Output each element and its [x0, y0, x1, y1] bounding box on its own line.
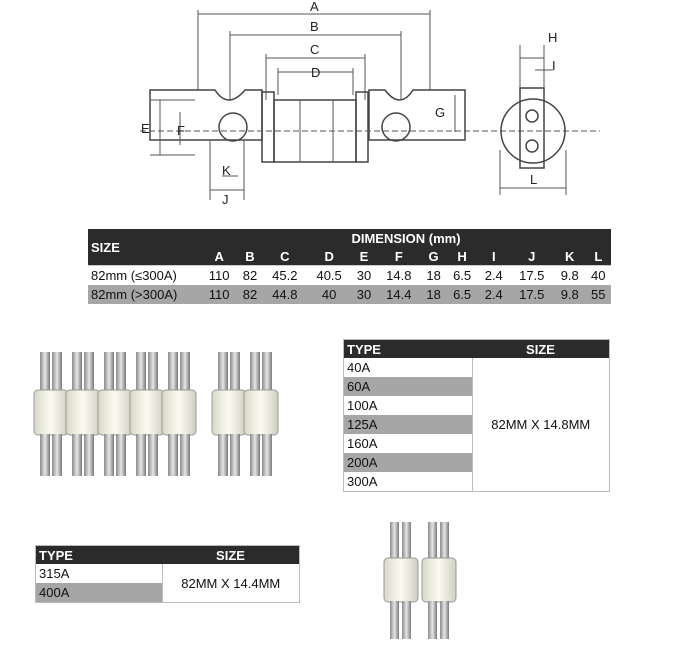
- table-row: 60A: [343, 377, 610, 396]
- col-g: G: [420, 247, 447, 266]
- dimension-table: SIZE DIMENSION (mm) A B C D E F G H I J …: [88, 229, 611, 304]
- cell: 2.4: [477, 285, 510, 304]
- type-cell: 300A: [347, 474, 378, 489]
- size-header: SIZE: [162, 545, 300, 564]
- col-d: D: [306, 247, 352, 266]
- type-cell: 60A: [343, 377, 472, 396]
- cell: 6.5: [446, 285, 478, 304]
- fuse-dimension-drawing: A B C D E F G K J H I L: [140, 0, 600, 207]
- table-row: 200A: [343, 453, 610, 472]
- label-b: B: [310, 19, 319, 34]
- cell: 30: [351, 285, 377, 304]
- col-a: A: [201, 247, 238, 266]
- label-c: C: [310, 42, 319, 57]
- cell: 14.8: [376, 265, 421, 285]
- label-f: F: [177, 123, 185, 138]
- cell: 17.5: [509, 265, 554, 285]
- cell: 40: [306, 285, 352, 304]
- type-cell: 160A: [347, 436, 378, 451]
- table-row: 315A 82MM X 14.4MM: [36, 564, 300, 603]
- cell: 14.4: [376, 285, 421, 304]
- label-l: L: [530, 172, 537, 187]
- cell: 2.4: [477, 265, 510, 285]
- fuse-product-photo-group: [33, 352, 279, 476]
- cell: 110: [201, 265, 238, 285]
- table-row: 400A: [35, 583, 300, 603]
- col-e: E: [351, 247, 377, 266]
- table-row: 82mm (>300A) 110 82 44.8 40 30 14.4 18 6…: [88, 285, 611, 304]
- fuse-product-photo-pair: [383, 522, 457, 639]
- cell: 9.8: [553, 285, 586, 304]
- label-a: A: [310, 0, 319, 14]
- size-header: SIZE: [472, 339, 610, 358]
- cell: 30: [351, 265, 377, 285]
- cell: 44.8: [262, 285, 307, 304]
- table-row: 40A 82MM X 14.8MM: [344, 358, 610, 492]
- label-k: K: [222, 163, 231, 178]
- label-j: J: [222, 192, 229, 207]
- type-cell: 200A: [343, 453, 472, 472]
- cell: 9.8: [553, 265, 586, 285]
- cell: 82: [237, 265, 263, 285]
- cell: 17.5: [509, 285, 554, 304]
- col-c: C: [262, 247, 307, 266]
- cell: 40.5: [306, 265, 352, 285]
- table-row: 82mm (≤300A) 110 82 45.2 40.5 30 14.8 18…: [88, 265, 611, 285]
- type-cell: 40A: [347, 360, 371, 375]
- table-row: 125A: [343, 415, 610, 434]
- row-size: 82mm (≤300A): [88, 265, 201, 285]
- label-h: H: [548, 30, 557, 45]
- col-l: L: [585, 247, 611, 266]
- col-b: B: [237, 247, 263, 266]
- size-cell: 82MM X 14.8MM: [471, 358, 610, 492]
- table-row: 100A: [344, 396, 610, 415]
- cell: 82: [237, 285, 263, 304]
- table-row: 160A: [344, 434, 610, 453]
- cell: 110: [201, 285, 238, 304]
- col-h: H: [446, 247, 478, 266]
- col-f: F: [376, 247, 421, 266]
- type-cell: 400A: [35, 583, 162, 603]
- dimension-columns: A B C D E F G H I J K L: [88, 247, 611, 266]
- type-cell: 125A: [343, 415, 472, 434]
- type-cell: 100A: [347, 398, 378, 413]
- cell: 40: [585, 265, 611, 285]
- col-j: J: [509, 247, 554, 266]
- cell: 18: [420, 265, 447, 285]
- cell: 55: [585, 285, 611, 304]
- col-i: I: [477, 247, 510, 266]
- cell: 6.5: [446, 265, 478, 285]
- table-row: 300A: [344, 472, 610, 492]
- type-cell: 315A: [39, 566, 70, 581]
- size-header: SIZE: [88, 229, 201, 266]
- type-size-table-2: TYPE SIZE 315A 82MM X 14.4MM 400A: [35, 545, 300, 603]
- type-size-table-1: TYPE SIZE 40A 82MM X 14.8MM 60A 100A 125…: [343, 339, 610, 492]
- type-header: TYPE: [35, 545, 162, 564]
- cell: 18: [420, 285, 447, 304]
- label-e: E: [141, 121, 150, 136]
- size-cell: 82MM X 14.4MM: [161, 564, 300, 603]
- dimension-header: DIMENSION (mm): [201, 229, 611, 247]
- type-header: TYPE: [343, 339, 472, 358]
- col-k: K: [553, 247, 586, 266]
- label-g: G: [435, 105, 445, 120]
- label-i: I: [552, 58, 556, 73]
- cell: 45.2: [262, 265, 307, 285]
- label-d: D: [311, 65, 320, 80]
- row-size: 82mm (>300A): [88, 285, 201, 304]
